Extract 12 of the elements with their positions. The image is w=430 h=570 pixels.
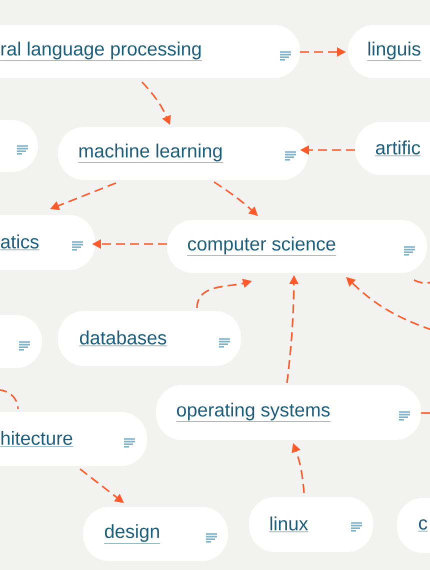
topic-box: machine learning [58,127,308,180]
topic-box [0,315,42,368]
topic-box: atics [0,215,95,270]
topic-box: databases [58,311,241,366]
topic-box: artific [355,122,430,175]
topic-box: linguis [348,25,430,78]
topic-box [0,120,38,172]
topic-box: ral language processing [0,25,300,78]
topic-box: computer science [167,220,427,273]
topic-box: hitecture [0,412,147,466]
topic-box: operating systems [156,385,421,440]
topic-box: design [83,507,228,561]
